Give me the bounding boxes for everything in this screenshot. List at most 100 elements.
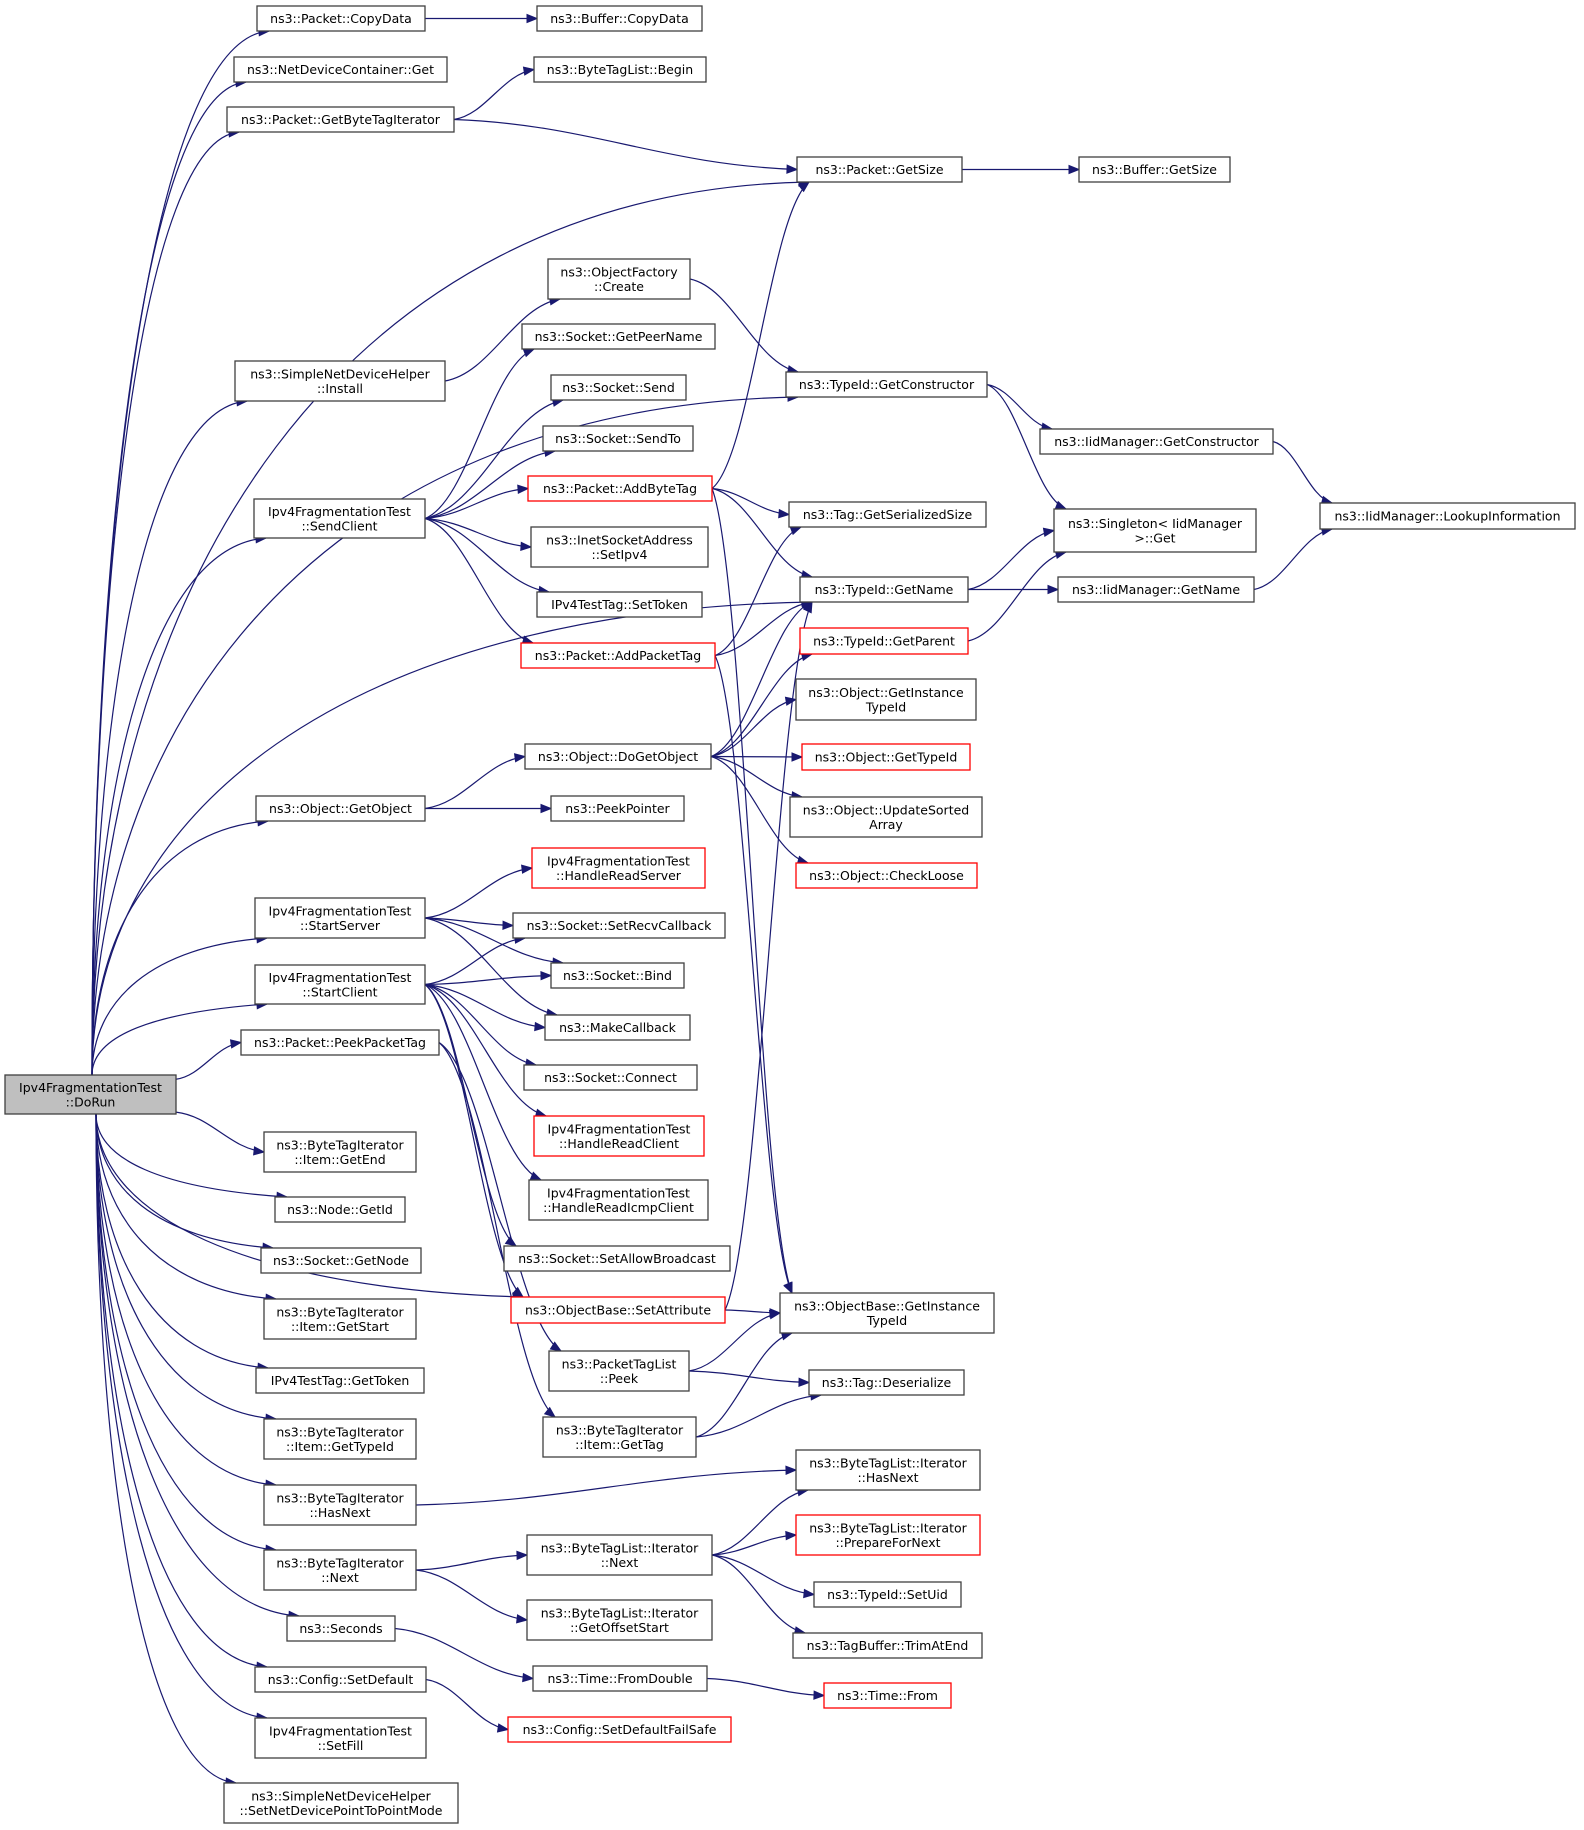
node-handlereadicmpclient[interactable]: Ipv4FragmentationTest::HandleReadIcmpCli… — [528, 1179, 709, 1221]
node-testtag-gettoken[interactable]: IPv4TestTag::GetToken — [255, 1367, 425, 1394]
arrowhead-icon — [778, 508, 791, 519]
node-pkt-getsize[interactable]: ns3::Packet::GetSize — [796, 156, 963, 183]
node-iid-getname[interactable]: ns3::IidManager::GetName — [1057, 576, 1255, 603]
node-label: ns3::Packet::AddByteTag — [543, 481, 697, 496]
node-sock-send[interactable]: ns3::Socket::Send — [550, 374, 687, 401]
node-bti-item-gettag[interactable]: ns3::ByteTagIterator::Item::GetTag — [542, 1416, 697, 1458]
node-box — [808, 1369, 965, 1396]
node-pkt-peekpackettag[interactable]: ns3::Packet::PeekPacketTag — [240, 1029, 440, 1056]
node-box — [234, 360, 446, 402]
node-bti-item-gettypeid[interactable]: ns3::ByteTagIterator::Item::GetTypeId — [263, 1418, 417, 1460]
node-tag-deserialize[interactable]: ns3::Tag::Deserialize — [808, 1369, 965, 1396]
node-bti-item-getstart[interactable]: ns3::ByteTagIterator::Item::GetStart — [263, 1298, 417, 1340]
node-buf-getsize[interactable]: ns3::Buffer::GetSize — [1078, 156, 1231, 183]
node-time-from[interactable]: ns3::Time::From — [823, 1682, 952, 1709]
node-testtag-settoken[interactable]: IPv4TestTag::SetToken — [536, 591, 703, 618]
node-obj-dogetobject[interactable]: ns3::Object::DoGetObject — [524, 743, 712, 770]
node-box — [788, 501, 987, 528]
node-singleton-get[interactable]: ns3::Singleton< IidManager>::Get — [1053, 508, 1257, 553]
node-config-setdefaultfailsafe[interactable]: ns3::Config::SetDefaultFailSafe — [507, 1716, 732, 1743]
node-handlereadserver[interactable]: Ipv4FragmentationTest::HandleReadServer — [531, 847, 706, 889]
node-pkt-getbytetagiter[interactable]: ns3::Packet::GetByteTagIterator — [226, 106, 455, 133]
node-pkt-copydata[interactable]: ns3::Packet::CopyData — [256, 5, 426, 32]
edge-btl-iter-next-to-btl-iter-preparefornext — [711, 1530, 798, 1556]
node-handlereadclient[interactable]: Ipv4FragmentationTest::HandleReadClient — [533, 1115, 705, 1157]
node-iid-lookupinfo[interactable]: ns3::IidManager::LookupInformation — [1319, 502, 1576, 530]
node-sock-setallowbroadcast[interactable]: ns3::Socket::SetAllowBroadcast — [503, 1245, 731, 1272]
node-peekpointer[interactable]: ns3::PeekPointer — [550, 795, 685, 822]
node-setfill[interactable]: Ipv4FragmentationTest::SetFill — [254, 1717, 427, 1759]
node-obj-gettypeid[interactable]: ns3::Object::GetTypeId — [801, 743, 971, 771]
arrowhead-icon — [768, 1309, 782, 1320]
arrowhead-icon — [1042, 527, 1056, 537]
edge-btl-iter-next-to-typeid-setuid — [711, 1554, 816, 1599]
node-seconds[interactable]: ns3::Seconds — [286, 1615, 396, 1642]
arrowhead-icon — [502, 920, 515, 931]
node-label: ns3::IidManager::GetConstructor — [1054, 434, 1259, 449]
edge-line — [91, 1003, 268, 1076]
node-objfactory-create[interactable]: ns3::ObjectFactory::Create — [547, 258, 691, 300]
node-bti-next[interactable]: ns3::ByteTagIterator::Next — [263, 1549, 417, 1591]
node-iid-getconstructor[interactable]: ns3::IidManager::GetConstructor — [1039, 428, 1274, 455]
node-label: ::HasNext — [309, 1505, 370, 1520]
node-box — [1078, 156, 1231, 183]
node-ndc-get[interactable]: ns3::NetDeviceContainer::Get — [233, 56, 448, 83]
node-label: ::StartClient — [302, 984, 377, 999]
node-tagbuffer-trimatend[interactable]: ns3::TagBuffer::TrimAtEnd — [792, 1632, 983, 1659]
node-objbase-setattribute[interactable]: ns3::ObjectBase::SetAttribute — [510, 1296, 726, 1324]
node-tag-getserializedsize[interactable]: ns3::Tag::GetSerializedSize — [788, 501, 987, 528]
node-label: ns3::ByteTagIterator — [276, 1304, 404, 1319]
node-btl-iter-next[interactable]: ns3::ByteTagList::Iterator::Next — [526, 1534, 713, 1576]
node-typeid-setuid[interactable]: ns3::TypeId::SetUid — [813, 1581, 962, 1608]
edge-pkt-addpackettag-to-tag-getserializedsize — [714, 526, 803, 657]
node-typeid-getname[interactable]: ns3::TypeId::GetName — [799, 576, 969, 603]
node-sendclient[interactable]: Ipv4FragmentationTest::SendClient — [253, 498, 426, 539]
node-box — [263, 1298, 417, 1340]
node-pkt-addbytetag[interactable]: ns3::Packet::AddByteTag — [527, 475, 713, 502]
node-sndh-install[interactable]: ns3::SimpleNetDeviceHelper::Install — [234, 360, 446, 402]
node-bti-hasnext[interactable]: ns3::ByteTagIterator::HasNext — [263, 1484, 417, 1526]
edge-line — [91, 400, 248, 1076]
node-startserver[interactable]: Ipv4FragmentationTest::StartServer — [254, 897, 426, 939]
node-sock-sendto[interactable]: ns3::Socket::SendTo — [542, 425, 694, 452]
node-btl-iter-getoffsetstart[interactable]: ns3::ByteTagList::Iterator::GetOffsetSta… — [526, 1599, 713, 1641]
node-typeid-getconstructor[interactable]: ns3::TypeId::GetConstructor — [785, 371, 988, 398]
node-makecallback[interactable]: ns3::MakeCallback — [544, 1014, 691, 1041]
node-box — [503, 1245, 731, 1272]
node-sock-setrecvcallback[interactable]: ns3::Socket::SetRecvCallback — [512, 912, 726, 939]
arrowhead-icon — [496, 1723, 510, 1733]
node-ptl-peek[interactable]: ns3::PacketTagList::Peek — [548, 1350, 690, 1392]
node-label: ns3::ByteTagIterator — [276, 1137, 404, 1152]
node-config-setdefault[interactable]: ns3::Config::SetDefault — [254, 1666, 427, 1693]
node-buf-copydata[interactable]: ns3::Buffer::CopyData — [536, 5, 703, 32]
node-sock-getpeername[interactable]: ns3::Socket::GetPeerName — [521, 323, 716, 350]
edge-line — [711, 1534, 797, 1556]
node-inetsock-setipv4[interactable]: ns3::InetSocketAddress::SetIpv4 — [530, 526, 709, 568]
arrowhead-icon — [516, 1614, 529, 1624]
node-bti-item-getend[interactable]: ns3::ByteTagIterator::Item::GetEnd — [263, 1131, 417, 1173]
node-sock-getnode[interactable]: ns3::Socket::GetNode — [260, 1247, 422, 1274]
node-time-fromdouble[interactable]: ns3::Time::FromDouble — [532, 1665, 708, 1692]
node-obj-getobject[interactable]: ns3::Object::GetObject — [255, 795, 426, 822]
node-sock-bind[interactable]: ns3::Socket::Bind — [550, 962, 685, 989]
node-pkt-addpackettag[interactable]: ns3::Packet::AddPacketTag — [520, 642, 716, 669]
node-btl-iter-preparefornext[interactable]: ns3::ByteTagList::Iterator::PrepareForNe… — [795, 1514, 981, 1556]
node-obj-checkloose[interactable]: ns3::Object::CheckLoose — [795, 862, 978, 889]
node-box — [550, 795, 685, 822]
node-node-getid[interactable]: ns3::Node::GetId — [274, 1196, 406, 1223]
edge-pkt-addpackettag-to-objbase-getinstancetypeid — [714, 655, 793, 1295]
node-typeid-getparent[interactable]: ns3::TypeId::GetParent — [799, 627, 969, 655]
edge-bti-next-to-btl-iter-next — [415, 1550, 529, 1571]
edge-line — [424, 517, 532, 548]
node-label: ns3::Socket::SetRecvCallback — [527, 918, 712, 933]
edge-line — [711, 1554, 806, 1634]
node-btl-begin[interactable]: ns3::ByteTagList::Begin — [533, 56, 707, 83]
node-sndh-setp2p[interactable]: ns3::SimpleNetDeviceHelper::SetNetDevice… — [223, 1782, 459, 1824]
node-box — [263, 1549, 417, 1591]
node-btl-iter-hasnext[interactable]: ns3::ByteTagList::Iterator::HasNext — [795, 1449, 981, 1491]
node-sock-connect[interactable]: ns3::Socket::Connect — [523, 1064, 698, 1091]
node-startclient[interactable]: Ipv4FragmentationTest::StartClient — [254, 964, 426, 1005]
